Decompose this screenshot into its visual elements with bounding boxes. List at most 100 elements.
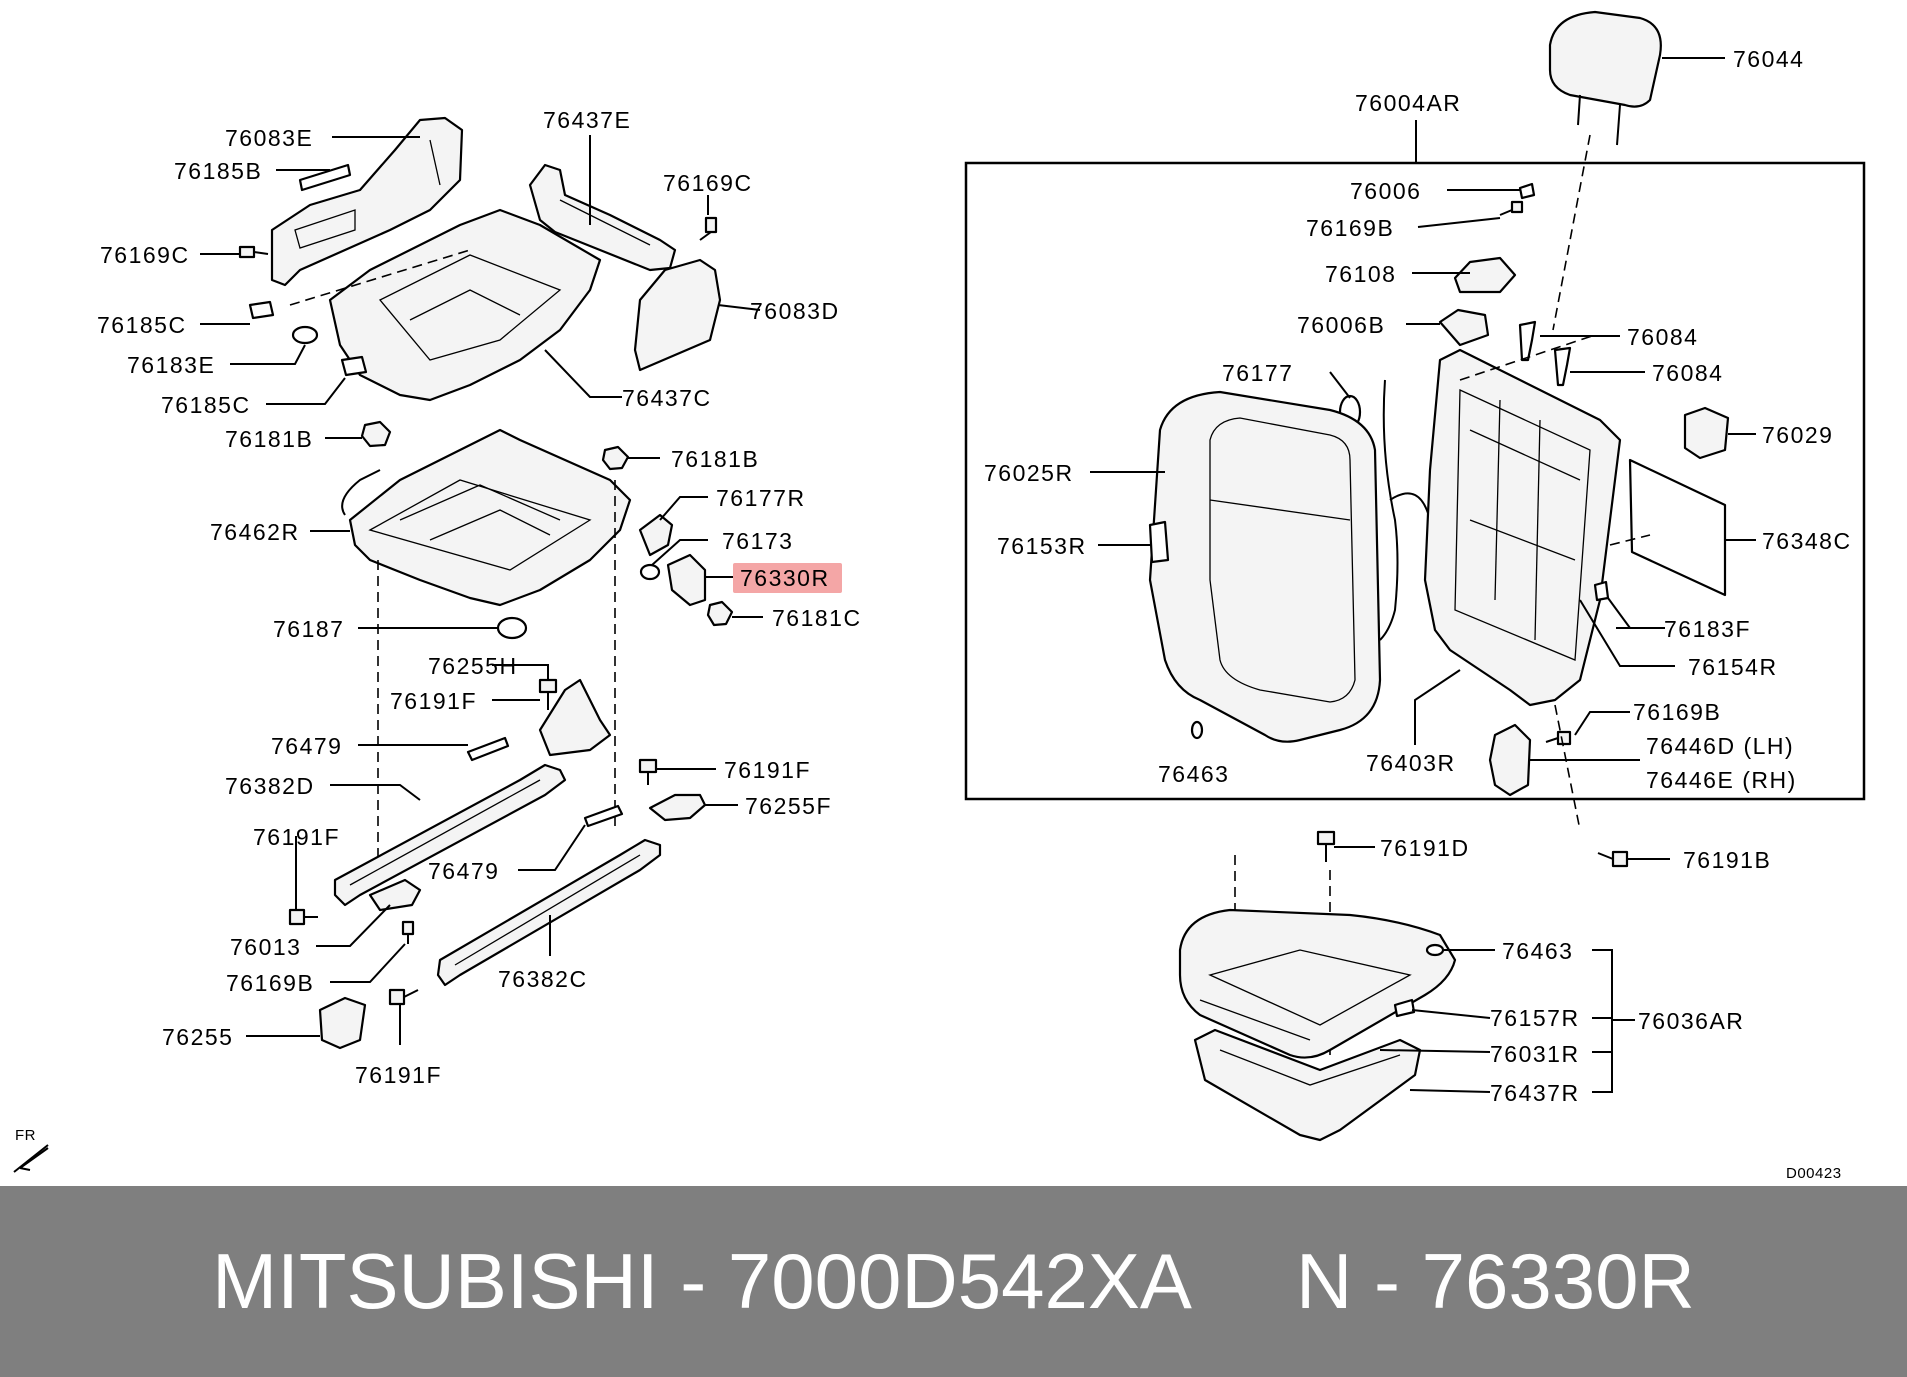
back-board-76348c <box>1628 458 1727 597</box>
callout-76083e: 76083E <box>225 125 313 151</box>
callout-76013: 76013 <box>230 934 301 960</box>
parts-diagram: 76083E 76185B 76169C 76437E 76169C 76083… <box>13 10 1866 1182</box>
callout-76255f: 76255F <box>745 793 832 819</box>
bezel-76006b <box>1438 308 1490 347</box>
seatback-pad-76025r <box>1148 390 1382 743</box>
callout-76031r: 76031R <box>1490 1041 1580 1067</box>
callout-76185c: 76185C <box>97 312 187 338</box>
callout-76437r: 76437R <box>1490 1080 1580 1106</box>
seat-cushion-76031r <box>1178 908 1457 1059</box>
callout-76084: 76084 <box>1627 324 1698 350</box>
cushion-pan-76437r <box>1193 1028 1422 1142</box>
callout-76169b: 76169B <box>1633 699 1721 725</box>
nut-icon <box>360 420 392 448</box>
seat-frame-76462r <box>348 428 632 607</box>
callout-76169c: 76169C <box>663 170 753 196</box>
callout-76181c: 76181C <box>772 605 862 631</box>
plate-76479 <box>466 736 510 762</box>
front-label: FR <box>15 1127 36 1144</box>
pin-76084 <box>1553 346 1572 387</box>
callout-76187: 76187 <box>273 616 344 642</box>
callout-76044: 76044 <box>1733 46 1804 72</box>
callout-76403r: 76403R <box>1366 750 1456 776</box>
pin-76463 <box>1425 943 1445 957</box>
callout-76036ar: 76036AR <box>1638 1008 1744 1034</box>
callout-76083d: 76083D <box>750 298 840 324</box>
callout-76108: 76108 <box>1325 261 1396 287</box>
callout-76157r: 76157R <box>1490 1005 1580 1031</box>
callout-76191b: 76191B <box>1683 847 1771 873</box>
highlight-box-76330r <box>733 563 842 593</box>
nut-icon <box>601 445 630 471</box>
callout-76153r: 76153R <box>997 533 1087 559</box>
cap-76185c <box>248 300 275 320</box>
callout-76330r-highlighted: 76330R <box>740 565 830 591</box>
callout-76169c: 76169C <box>100 242 190 268</box>
latch-cover-76029 <box>1683 406 1730 460</box>
callout-76169b: 76169B <box>1306 215 1394 241</box>
bracket-76437e <box>528 163 677 272</box>
callout-76181b: 76181B <box>225 426 313 452</box>
callout-76446d-lh: 76446D (LH) <box>1646 733 1794 759</box>
callout-76177r: 76177R <box>716 485 806 511</box>
cover-76255h <box>538 678 612 757</box>
callout-76462r: 76462R <box>210 519 300 545</box>
pin-76463 <box>1190 720 1204 740</box>
callout-76437c: 76437C <box>622 385 712 411</box>
bolt-icon <box>638 758 658 785</box>
cushion-pan-76437c <box>328 208 602 402</box>
callout-76191d: 76191D <box>1380 835 1470 861</box>
lever-76330r <box>666 553 707 607</box>
diagram-code: D00423 <box>1786 1165 1842 1182</box>
callout-76025r: 76025R <box>984 460 1074 486</box>
bolt-icon <box>388 988 419 1006</box>
callout-76169b: 76169B <box>226 970 314 996</box>
side-cover-76083d <box>633 258 722 372</box>
cap-76185b <box>298 163 352 192</box>
callout-76029: 76029 <box>1762 422 1833 448</box>
callout-76084: 76084 <box>1652 360 1723 386</box>
callout-76437e: 76437E <box>543 107 631 133</box>
callout-76348c: 76348C <box>1762 528 1852 554</box>
clip-76187 <box>496 616 528 640</box>
callout-76382c: 76382C <box>498 966 588 992</box>
handle-76108 <box>1453 256 1517 294</box>
front-arrow-icon <box>13 1144 49 1173</box>
washer-76173 <box>639 563 661 581</box>
cover-76255 <box>318 996 367 1050</box>
callout-76191f: 76191F <box>253 824 340 850</box>
callout-76006: 76006 <box>1350 178 1421 204</box>
callout-76006b: 76006B <box>1297 312 1385 338</box>
callout-76255: 76255 <box>162 1024 233 1050</box>
bolt-icon <box>1316 830 1336 862</box>
bracket-76157r <box>1393 998 1416 1018</box>
callout-76255h: 76255H <box>428 653 518 679</box>
callout-76382d: 76382D <box>225 773 315 799</box>
bolt-icon <box>1499 200 1524 216</box>
callout-76004ar: 76004AR <box>1355 90 1461 116</box>
callout-76191f: 76191F <box>390 688 477 714</box>
latch-76013 <box>368 878 422 912</box>
callout-76479: 76479 <box>271 733 342 759</box>
callout-76185b: 76185B <box>174 158 262 184</box>
leader-lines <box>200 57 1756 1093</box>
callout-76181b: 76181B <box>671 446 759 472</box>
footer-part-number: MITSUBISHI - 7000D542XA N - 76330R <box>212 1237 1695 1325</box>
bolt-icon <box>401 920 415 944</box>
bracket-76177r <box>638 513 674 557</box>
callout-76185c: 76185C <box>161 392 251 418</box>
bolt-icon <box>238 245 269 259</box>
clip-76183e <box>291 325 319 345</box>
callout-76191f: 76191F <box>724 757 811 783</box>
pin-76084 <box>1518 320 1537 362</box>
bolt-icon <box>1597 850 1629 868</box>
clip-76183f <box>1593 580 1610 602</box>
cap-76185c <box>340 355 368 377</box>
seatback-frame-76154r <box>1423 348 1622 707</box>
callout-76154r: 76154R <box>1688 654 1778 680</box>
bolt-icon <box>538 678 558 710</box>
callout-76191f: 76191F <box>355 1062 442 1088</box>
clip-76006 <box>1518 182 1536 200</box>
callout-76173: 76173 <box>722 528 793 554</box>
bracket-76153r <box>1148 520 1170 564</box>
